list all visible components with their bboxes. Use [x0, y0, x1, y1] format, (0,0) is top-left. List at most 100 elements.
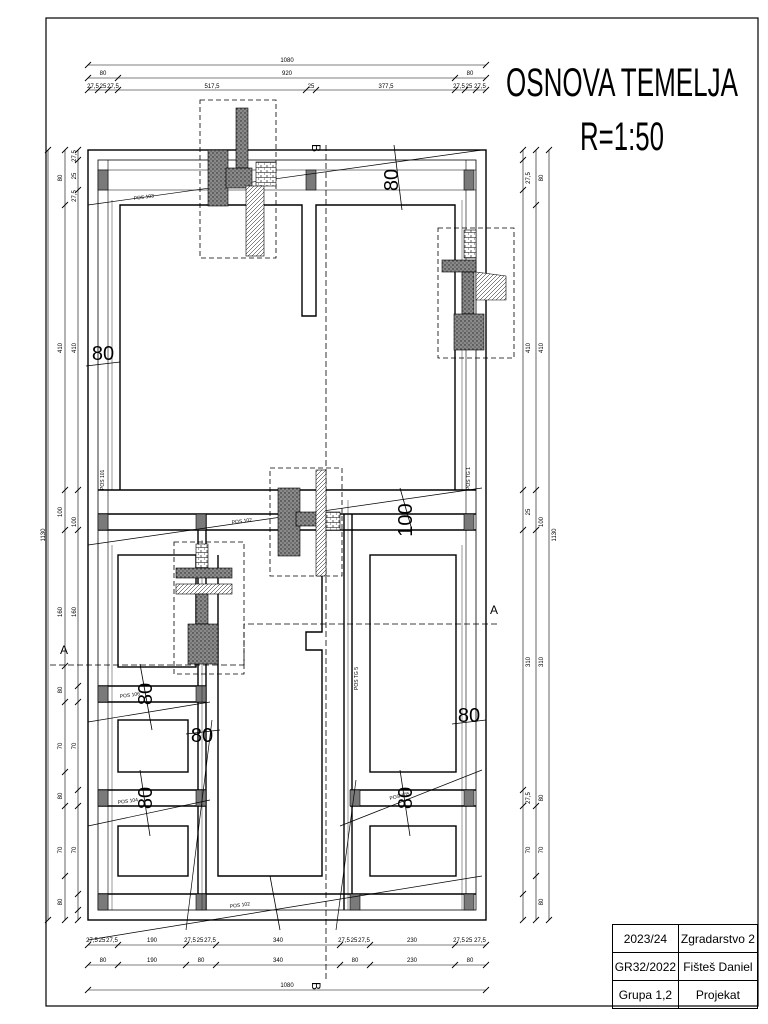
detail-right [437, 227, 515, 359]
dim-bot-r1-2: 27,5 [106, 938, 118, 944]
dim-left-small-0: 27,5 [72, 150, 78, 162]
foundation-strips [87, 149, 487, 921]
dim-top-r3-8: 27,5 [474, 84, 486, 90]
pos-label-0: POS 103 [133, 193, 154, 202]
dim-bot-r1-3: 190 [147, 938, 158, 944]
beam-label-0: 80 [381, 169, 403, 191]
section-label-b-bottom: B [309, 982, 323, 990]
dim-bot-r1-4: 27,5 [184, 938, 196, 944]
dim-top-r3-3: 517,5 [204, 84, 220, 90]
dim-right-seg-3: 310 [526, 656, 532, 667]
right-dimensions [519, 146, 553, 924]
dim-right-seg-1: 410 [526, 342, 532, 353]
dim-top-r3-6: 27,5 [453, 84, 465, 90]
title-block-group: Grupa 1,2 [612, 980, 679, 1009]
dim-left-small-1: 25 [72, 172, 78, 179]
dim-left-seg-6: 80 [58, 792, 64, 799]
beam-label-4: 80 [191, 725, 213, 747]
pos-label-6: POS 104 [117, 797, 138, 806]
title-block-year: 2023/24 [612, 924, 679, 953]
beam-label-6: 80 [458, 705, 480, 727]
section-label-a-right: A [490, 603, 498, 617]
dim-right-total: 1130 [552, 528, 558, 542]
dim-right-small-0: 27,5 [526, 172, 532, 184]
dim-right-seg-4: 80 [539, 794, 545, 801]
dim-bot-r1-12: 27,5 [453, 938, 465, 944]
pos-label-5: POS TG 5 [354, 667, 360, 690]
dim-top-r3-0: 27,5 [87, 84, 99, 90]
pos-label-8: POS 102 [229, 901, 250, 910]
dim-left-seg-1: 410 [58, 342, 64, 353]
dim-top-r3-7: 25 [466, 84, 473, 90]
beam-label-5: 80 [135, 787, 157, 809]
dim-bot-r2-0: 80 [100, 958, 107, 964]
dim-right-small-1: 25 [526, 508, 532, 515]
drawing-scale: R=1:50 [580, 115, 664, 159]
dim-bot-r1-9: 25 [351, 938, 358, 944]
dim-right-seg-6: 80 [539, 898, 545, 905]
dim-bot-total: 1080 [280, 983, 294, 989]
dim-left-seg-0: 80 [58, 174, 64, 181]
dim-top-r3-2: 27,5 [107, 84, 119, 90]
dim-left-seg-2b: 100 [72, 516, 78, 527]
dim-top-r3-5: 377,5 [378, 84, 394, 90]
detail-top [199, 99, 277, 259]
dim-bot-r2-1: 190 [147, 958, 158, 964]
top-dimensions [84, 61, 490, 94]
dim-top-r3-1: 25 [100, 84, 107, 90]
beam-label-2: 100 [395, 503, 417, 536]
dim-left-seg-8: 80 [58, 898, 64, 905]
pos-label-7: POS 105 [389, 791, 410, 802]
title-block-course: Zgradarstvo 2 [677, 924, 759, 953]
title-block-type: Projekat [677, 980, 759, 1009]
dim-top-total: 1080 [280, 58, 294, 64]
dim-bot-r2-6: 80 [467, 958, 474, 964]
title-block: 2023/24 Zgradarstvo 2 GR32/2022 Fišteš D… [612, 924, 759, 1009]
dim-bot-r1-8: 27,5 [338, 938, 350, 944]
beam-width-labels [85, 144, 487, 931]
pos-label-3: POS TG 1 [466, 467, 472, 490]
dim-bot-r1-7: 340 [273, 938, 284, 944]
dim-bot-r2-2: 80 [198, 958, 205, 964]
pos-label-4: POS 106 [119, 691, 140, 700]
corner-columns [97, 169, 475, 911]
dim-left-total: 1130 [41, 528, 47, 542]
detail-center [269, 467, 343, 577]
pos-label-1: POS 102 [231, 517, 252, 526]
bottom-dimensions [84, 941, 490, 994]
dim-right-seg-2: 100 [539, 516, 545, 527]
beam-label-1: 80 [92, 343, 114, 365]
dim-bot-r2-5: 230 [407, 958, 418, 964]
dim-bot-r1-14: 27,5 [474, 938, 486, 944]
dim-top-r2-2: 80 [467, 71, 474, 77]
dim-bot-r2-3: 340 [273, 958, 284, 964]
dim-bot-r1-0: 27,5 [86, 938, 98, 944]
dim-right-seg-3b: 310 [539, 656, 545, 667]
dim-right-seg-1b: 410 [539, 342, 545, 353]
detail-left [173, 541, 245, 675]
dim-right-seg-0: 80 [539, 174, 545, 181]
dim-left-seg-3b: 160 [72, 606, 78, 617]
dim-left-seg-2: 100 [58, 506, 64, 517]
dim-bot-r1-13: 25 [466, 938, 473, 944]
dim-left-seg-1b: 410 [72, 342, 78, 353]
dim-bot-r1-11: 230 [407, 938, 418, 944]
left-dimensions [44, 146, 82, 924]
section-label-b-top: B [309, 144, 323, 152]
dim-left-seg-3: 160 [58, 606, 64, 617]
dim-right-seg-5: 70 [526, 846, 532, 853]
dim-top-r2-0: 80 [100, 71, 107, 77]
dim-left-seg-7: 70 [58, 846, 64, 853]
title-block-author: Fišteš Daniel [677, 952, 759, 981]
reinforcement-lines [87, 149, 483, 941]
pos-label-2: POS 101 [100, 469, 106, 490]
dim-bot-r1-10: 27,5 [358, 938, 370, 944]
dim-right-seg-5b: 70 [539, 846, 545, 853]
dim-right-small-2: 27,5 [526, 792, 532, 804]
beam-label-3: 80 [135, 683, 157, 705]
dim-bot-r1-5: 25 [197, 938, 204, 944]
title-block-group-code: GR32/2022 [612, 952, 679, 981]
section-label-a-left: A [60, 643, 68, 657]
dim-left-seg-5b: 70 [72, 742, 78, 749]
